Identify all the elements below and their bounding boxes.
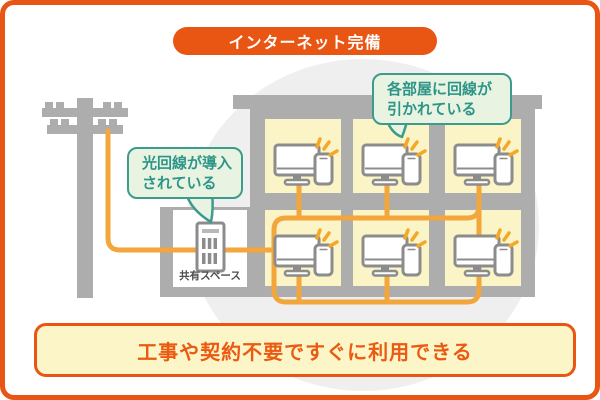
bottom-banner-label: 工事や契約不要ですぐに利用できる xyxy=(137,341,473,364)
callout-fiber: 光回線が導入 されている xyxy=(127,147,243,199)
callout-fiber-line1: 光回線が導入 xyxy=(142,155,233,172)
callout-fiber-line2: されている xyxy=(142,175,217,192)
building-illustration xyxy=(42,59,542,391)
callout-rooms-line1: 各部屋に回線が xyxy=(387,81,493,98)
cable-loop xyxy=(271,179,482,305)
internet-cable-line xyxy=(105,128,482,305)
server-rack-icon xyxy=(195,221,226,273)
title-banner-label: インターネット完備 xyxy=(228,35,382,52)
shared-space-label: 共有スペース xyxy=(179,270,241,282)
title-banner: インターネット完備 xyxy=(173,27,437,55)
callout-rooms: 各部屋に回線が 引かれている xyxy=(372,73,512,125)
utility-pole-icon xyxy=(42,98,128,298)
callout-rooms-line2: 引かれている xyxy=(387,101,477,118)
bottom-banner: 工事や契約不要ですぐに利用できる xyxy=(34,323,576,377)
cable-from-pole xyxy=(105,128,280,253)
